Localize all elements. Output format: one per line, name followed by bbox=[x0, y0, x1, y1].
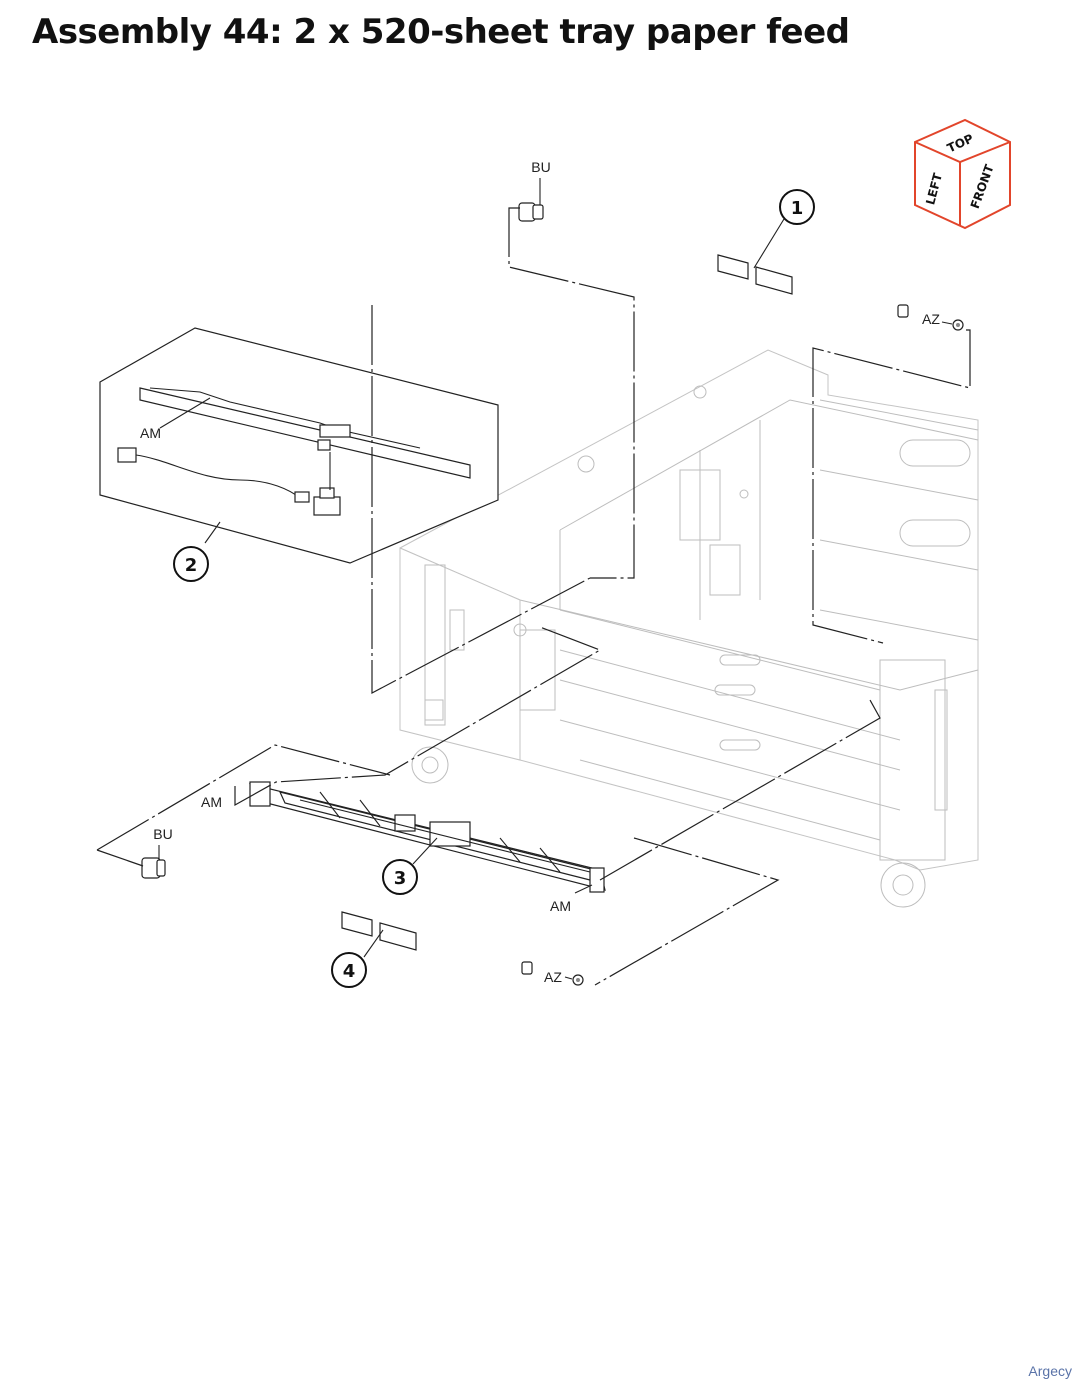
feed-guide-assembly bbox=[249, 781, 606, 893]
e-clip-top bbox=[952, 319, 964, 331]
label-az-top: AZ bbox=[922, 311, 940, 327]
callout-number: 3 bbox=[394, 868, 407, 889]
label-am-left: AM bbox=[201, 794, 222, 810]
feed-roller-shaft-bottom bbox=[141, 857, 533, 975]
assembly-lines bbox=[96, 207, 971, 986]
tray-frame-ghost bbox=[399, 349, 979, 908]
page-title: Assembly 44: 2 x 520-sheet tray paper fe… bbox=[32, 12, 850, 52]
callout-number: 2 bbox=[185, 555, 198, 576]
label-am-kit: AM bbox=[140, 425, 161, 441]
callout-number: 4 bbox=[343, 961, 356, 982]
orientation-cube: TOP LEFT FRONT bbox=[914, 118, 1011, 230]
cube-outline bbox=[914, 118, 1011, 230]
leader-lines bbox=[158, 178, 953, 980]
callout-number: 1 bbox=[791, 198, 804, 219]
label-az-bottom: AZ bbox=[544, 969, 562, 985]
label-am-right: AM bbox=[550, 898, 571, 914]
sensor-kit-box bbox=[99, 327, 499, 564]
callout-3: 3 bbox=[382, 859, 418, 895]
callout-4: 4 bbox=[331, 952, 367, 988]
watermark: Argecy bbox=[1028, 1363, 1072, 1379]
callout-2: 2 bbox=[173, 546, 209, 582]
label-bu-bottom: BU bbox=[153, 826, 172, 842]
label-bu-top: BU bbox=[531, 159, 550, 175]
e-clip-bottom bbox=[572, 974, 584, 986]
callout-1: 1 bbox=[779, 189, 815, 225]
feed-roller-shaft-top bbox=[518, 202, 909, 318]
